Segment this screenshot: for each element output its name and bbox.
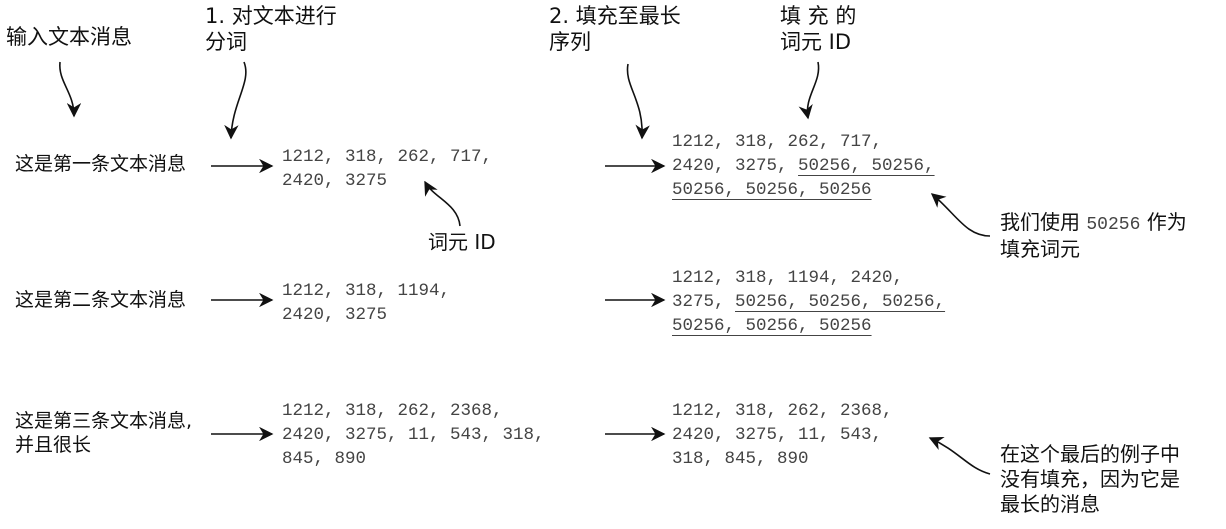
row3-padded-ids: 1212, 318, 262, 2368, 2420, 3275, 11, 54… <box>672 399 893 471</box>
row3-token-ids: 1212, 318, 262, 2368, 2420, 3275, 11, 54… <box>282 399 545 471</box>
curved-arrow <box>224 61 247 140</box>
row3-token-line: 845, 890 <box>282 449 367 469</box>
padding-token-code: 50256 <box>1086 215 1141 235</box>
row3-message: 这是第三条文本消息, 并且很长 <box>15 410 193 456</box>
row1-padding-tokens: 50256, 50256, 50256 <box>672 180 872 200</box>
padding-token-note: 我们使用 50256 作为 填充词元 <box>1000 210 1187 262</box>
row1-token-line: 2420, 3275 <box>282 171 388 191</box>
row2-padding-tokens: 50256, 50256, 50256, <box>735 292 946 312</box>
row2-padding-tokens: 50256, 50256, 50256 <box>672 316 872 336</box>
row3-padded-line: 1212, 318, 262, 2368, <box>672 401 893 421</box>
row2-padded-ids: 1212, 318, 1194, 2420, 3275, 50256, 5025… <box>672 266 945 338</box>
longest-message-note: 在这个最后的例子中 没有填充，因为它是 最长的消息 <box>1000 442 1180 516</box>
row1-padded-ids: 1212, 318, 262, 717, 2420, 3275, 50256, … <box>672 130 935 202</box>
curved-arrow <box>626 63 650 140</box>
row2-padded-plain: 3275, <box>672 292 736 312</box>
row3-padded-line: 318, 845, 890 <box>672 449 809 469</box>
row1-token-ids: 1212, 318, 262, 717, 2420, 3275 <box>282 145 492 193</box>
row1-padded-line: 1212, 318, 262, 717, <box>672 132 883 152</box>
row2-padded-line: 3275, 50256, 50256, 50256, <box>672 290 945 314</box>
padding-note-text: 作为 填充词元 <box>1000 210 1187 261</box>
header-step2-pad: 2. 填充至最长 序列 <box>549 4 681 55</box>
row1-padding-tokens: 50256, 50256, <box>798 156 935 176</box>
token-id-label: 词元 ID <box>428 230 496 254</box>
padding-note-text: 我们使用 <box>1000 210 1087 234</box>
row1-token-line: 1212, 318, 262, 717, <box>282 147 493 167</box>
row1-padded-line: 2420, 3275, 50256, 50256, <box>672 154 935 178</box>
row2-token-line: 2420, 3275 <box>282 305 388 325</box>
row3-padded-line: 2420, 3275, 11, 543, <box>672 425 883 445</box>
row1-message: 这是第一条文本消息 <box>15 153 187 175</box>
curved-arrow <box>798 61 820 120</box>
row2-message: 这是第二条文本消息 <box>15 289 187 311</box>
row1-padded-plain: 2420, 3275, <box>672 156 799 176</box>
curved-arrow <box>928 436 991 475</box>
header-input-messages: 输入文本消息 <box>6 25 132 49</box>
curved-arrow <box>59 61 82 118</box>
row3-token-line: 1212, 318, 262, 2368, <box>282 401 503 421</box>
header-step1-tokenize: 1. 对文本进行 分词 <box>205 4 337 55</box>
curved-arrow <box>424 180 461 227</box>
row2-padded-line: 1212, 318, 1194, 2420, <box>672 268 904 288</box>
header-padded-token-ids: 填 充 的 词元 ID <box>780 4 857 55</box>
row2-token-ids: 1212, 318, 1194, 2420, 3275 <box>282 279 450 327</box>
row3-token-line: 2420, 3275, 11, 543, 318, <box>282 425 545 445</box>
row2-token-line: 1212, 318, 1194, <box>282 281 451 301</box>
curved-arrow <box>930 193 991 237</box>
